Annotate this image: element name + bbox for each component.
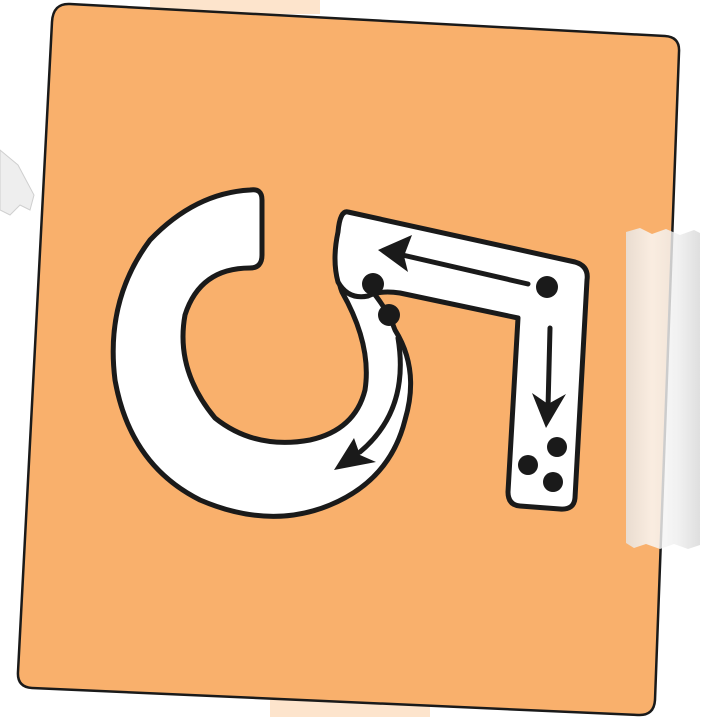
end-dot — [547, 437, 567, 457]
start-dot — [378, 304, 400, 326]
left-tape — [0, 150, 34, 215]
start-dot — [536, 276, 558, 298]
end-dot — [543, 472, 563, 492]
start-dot — [362, 273, 384, 295]
right-tape — [626, 228, 700, 549]
end-dot — [518, 455, 538, 475]
